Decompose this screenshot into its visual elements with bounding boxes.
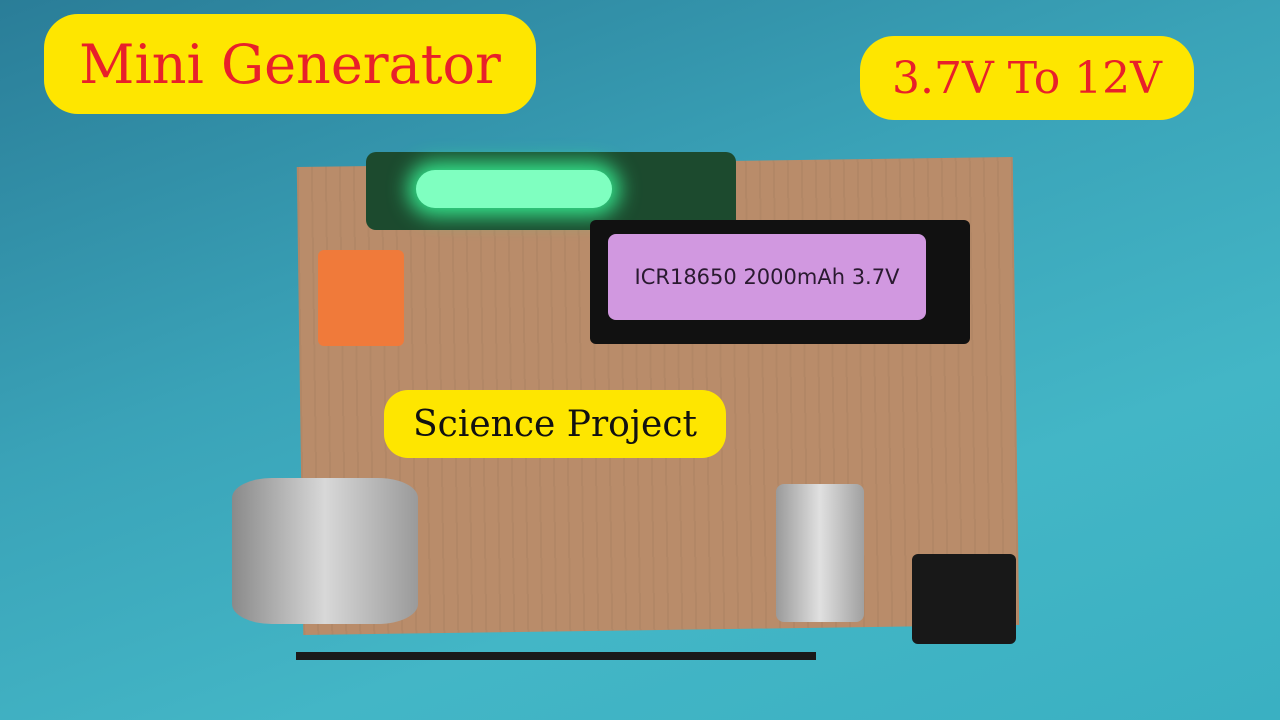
drive-belt — [296, 652, 816, 660]
rocker-switch — [912, 554, 1016, 644]
wire-connectors — [318, 250, 404, 346]
led-glow — [416, 170, 612, 208]
drive-motor — [776, 484, 864, 622]
led-light-bar — [366, 152, 736, 230]
title-label: Mini Generator — [44, 14, 536, 114]
voltage-label: 3.7V To 12V — [860, 36, 1194, 120]
subtitle-label: Science Project — [384, 390, 726, 458]
battery-cell: ICR18650 2000mAh 3.7V — [608, 234, 926, 320]
generator-motor — [232, 478, 418, 624]
